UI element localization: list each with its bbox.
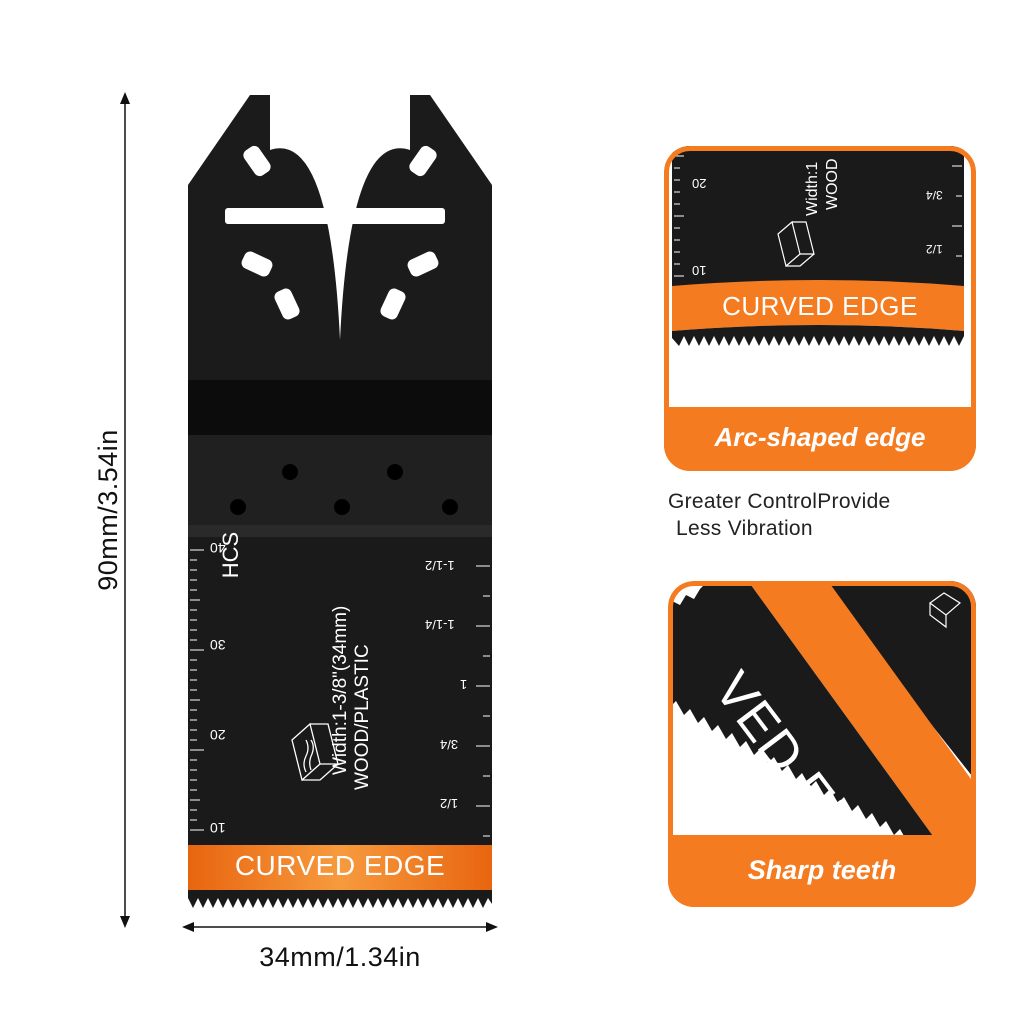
arc-edge-card: 20 10 3/4 1/2 Width:1 WOOD CURVED EDGE A… <box>664 146 976 471</box>
inch-scale-1-2: 1/2 <box>440 796 459 811</box>
blade-teeth <box>188 890 492 908</box>
arc-width-label: Width:1 <box>804 161 821 216</box>
description-line-1: Greater ControlProvide <box>668 490 891 513</box>
inch-scale-3-4: 3/4 <box>440 737 459 752</box>
inch-scale-1-1-2: 1-1/2 <box>425 558 455 573</box>
height-label: 90mm/3.54in <box>93 429 123 591</box>
inch-scale-1-1-4: 1-1/4 <box>425 617 455 632</box>
sharp-teeth-caption: Sharp teeth <box>668 835 976 907</box>
blade-width-label: Width:1-3/8"(34mm) <box>330 605 351 775</box>
blade-band-label: CURVED EDGE <box>234 850 446 881</box>
metric-scale-40: 40 <box>210 540 226 556</box>
metric-scale-10: 10 <box>210 820 226 836</box>
description-line-2: Less Vibration <box>676 517 813 540</box>
metric-scale-20: 20 <box>210 727 226 743</box>
arc-band-label: CURVED EDGE <box>722 291 918 321</box>
width-dimension-line <box>182 922 498 932</box>
sharp-teeth-closeup <box>668 581 976 841</box>
arc-inch-3-4: 3/4 <box>926 188 943 202</box>
arc-scale-10: 10 <box>692 263 707 278</box>
arc-edge-caption: Arc-shaped edge <box>664 407 976 471</box>
height-dimension-line <box>120 92 130 928</box>
saw-blade <box>188 95 492 908</box>
inch-scale-1: 1 <box>460 677 468 692</box>
metric-scale-30: 30 <box>210 637 226 653</box>
sharp-teeth-card: VED EDGE Sharp teeth <box>668 581 976 907</box>
arc-edge-closeup <box>664 146 976 406</box>
arc-use-label: WOOD <box>824 158 841 210</box>
arc-scale-20: 20 <box>692 176 707 191</box>
blade-use-label: WOOD/PLASTIC <box>352 644 373 790</box>
arc-inch-1-2: 1/2 <box>926 242 943 256</box>
wood-icon-small <box>777 220 815 268</box>
wood-icon <box>291 722 339 782</box>
blade-mount <box>188 95 492 445</box>
width-label: 34mm/1.34in <box>259 942 421 972</box>
